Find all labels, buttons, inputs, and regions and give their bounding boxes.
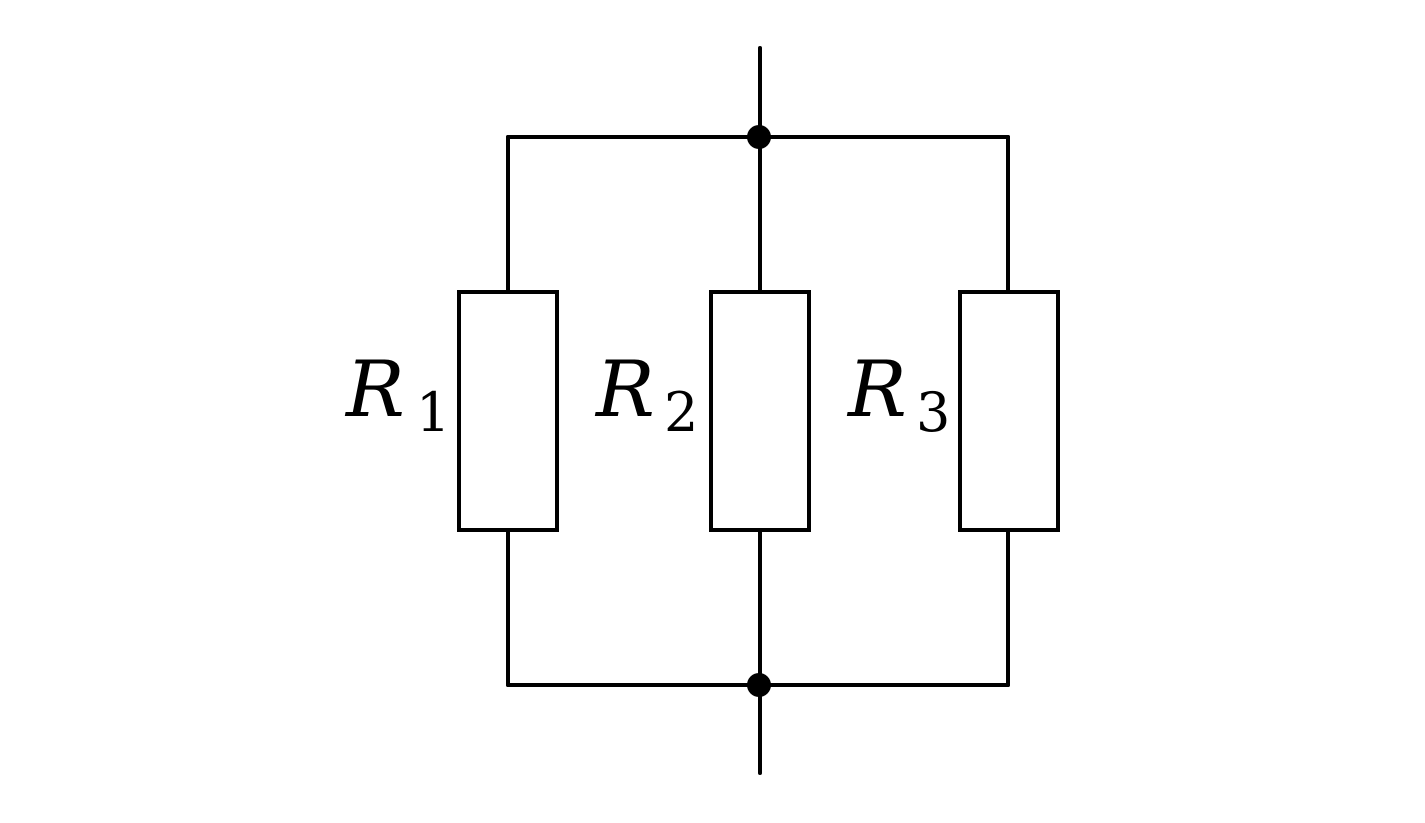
resistor-label-r2: R 2 — [594, 345, 698, 444]
resistor-label-r3: R 3 — [846, 345, 950, 444]
resistor-r2 — [709, 290, 811, 532]
label-r2-subscript: 2 — [664, 381, 698, 444]
resistor-label-r1: R 1 — [344, 345, 450, 444]
label-r3-subscript: 3 — [916, 381, 950, 444]
label-r1-letter: R — [344, 345, 405, 435]
top-junction-dot — [747, 125, 771, 149]
bottom-junction-dot — [747, 673, 771, 697]
resistor-r3 — [958, 290, 1060, 532]
label-r1-subscript: 1 — [416, 381, 450, 444]
resistor-r1 — [457, 290, 559, 532]
label-r2-letter: R — [594, 345, 655, 435]
label-r3-letter: R — [846, 345, 907, 435]
